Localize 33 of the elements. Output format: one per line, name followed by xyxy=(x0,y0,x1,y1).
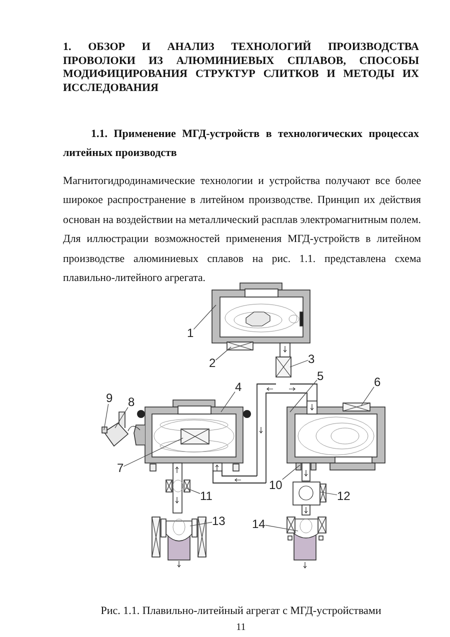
leader-line xyxy=(186,488,200,494)
callout-number: 7 xyxy=(117,462,124,474)
callout-number: 11 xyxy=(200,490,212,502)
page-number: 11 xyxy=(235,622,247,633)
leader-line xyxy=(220,392,236,412)
leader-line xyxy=(290,360,308,368)
callout-number: 3 xyxy=(308,353,315,365)
leader-line xyxy=(190,522,212,526)
callout-number: 9 xyxy=(106,392,113,404)
figure-caption: Рис. 1.1. Плавильно-литейный агрегат с МГД-устройствами xyxy=(100,605,382,617)
callout-number: 13 xyxy=(212,515,226,527)
leader-line xyxy=(290,380,318,412)
leader-line xyxy=(123,438,184,467)
leader-line xyxy=(114,407,128,428)
leader-line xyxy=(360,386,374,406)
callout-number: 5 xyxy=(317,370,324,382)
section-heading: 1. ОБЗОР И АНАЛИЗ ТЕХНОЛОГИЙ ПРОИЗВОДСТВА ПРОВОЛОКИ ИЗ АЛЮМИНИЕВЫХ СПЛАВОВ, СПОСОБЫ МОДИФИЦИРОВАНИЯ СТРУКТУР СЛИТКОВ И МЕТОДЫ ИХ ИССЛЕДОВАНИЯ xyxy=(63,41,419,95)
leader-line xyxy=(282,464,300,480)
callout-number: 6 xyxy=(374,376,381,388)
leader-line xyxy=(193,304,216,330)
callout-number: 14 xyxy=(252,518,266,530)
callout-number: 4 xyxy=(235,381,242,393)
callout-number: 8 xyxy=(128,396,135,408)
callout-number: 10 xyxy=(269,479,282,491)
callout-number: 12 xyxy=(337,490,350,502)
leader-line xyxy=(320,492,338,496)
leader-line xyxy=(215,346,232,360)
subsection-heading: 1.1. Применение МГД-устройств в технологических процессах литейных производств xyxy=(63,127,419,161)
callout-number: 1 xyxy=(187,327,194,339)
body-paragraph: Магнитогидродинамические технологии и устройства получают все более широкое распространение в литейном производстве. Принцип их действия основан на воздействии на металлический расплав электромагнитным полем. Для иллюстрации возможностей применения МГД-устройств в литейном производстве алюминиевых сплавов на рис. 1.1. представлена схема плавильно-литейного агрегата. xyxy=(63,174,421,286)
leader-line xyxy=(265,524,298,532)
leader-line xyxy=(104,404,109,430)
callout-number: 2 xyxy=(209,357,216,369)
